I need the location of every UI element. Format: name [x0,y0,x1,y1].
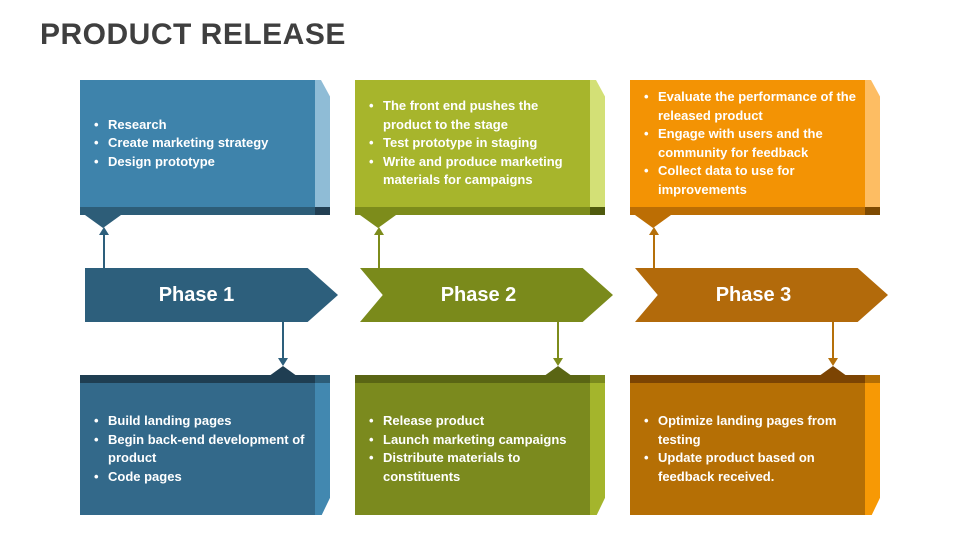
page-fold-decoration [315,383,330,515]
phase-2-top-callout-body: The front end pushes the product to the … [355,80,590,207]
phase-3-top-callout: Evaluate the performance of the released… [630,80,880,228]
page-fold-decoration [865,80,880,207]
phase-2-bottom-bullet-list: Release product Launch marketing campaig… [355,406,590,492]
phase-1-banner: Phase 1 [85,268,338,322]
phase-3-top-bullet-list: Evaluate the performance of the released… [630,82,865,205]
shadow-strip [80,375,315,383]
phase-3-label: Phase 3 [715,284,792,306]
phase-1-bottom-callout: Build landing pages Begin back-end devel… [80,366,330,515]
list-item: Write and produce marketing materials fo… [367,153,582,190]
list-item: Launch marketing campaigns [367,431,582,450]
shadow-strip [630,375,865,383]
page-fold-decoration [315,80,330,207]
shadow-strip-corner [315,375,330,383]
list-item: The front end pushes the product to the … [367,97,582,134]
down-arrow-icon [828,358,838,366]
shadow-strip-corner [865,375,880,383]
list-item: Code pages [92,468,307,487]
list-item: Release product [367,412,582,431]
list-item: Update product based on feedback receive… [642,449,857,486]
phase-2-label: Phase 2 [440,284,517,306]
shadow-strip-corner [590,375,605,383]
list-item: Distribute materials to constituents [367,449,582,486]
shadow-strip [630,207,865,215]
list-item: Build landing pages [92,412,307,431]
connector-line-up [378,235,380,268]
phase-2-top-bullet-list: The front end pushes the product to the … [355,91,590,196]
phase-2-column: The front end pushes the product to the … [355,0,613,540]
callout-pointer [360,215,396,228]
phase-1-bottom-callout-body: Build landing pages Begin back-end devel… [80,383,315,515]
phase-3-banner: Phase 3 [635,268,888,322]
list-item: Create marketing strategy [92,134,307,153]
callout-pointer [635,215,671,228]
shadow-strip [355,207,590,215]
down-arrow-icon [553,358,563,366]
phase-2-banner: Phase 2 [360,268,613,322]
phase-1-top-callout-body: Research Create marketing strategy Desig… [80,80,315,207]
page-fold-decoration [590,80,605,207]
shadow-strip-corner [590,207,605,215]
shadow-strip-corner [315,207,330,215]
callout-pointer [85,215,121,228]
list-item: Test prototype in staging [367,134,582,153]
shadow-strip [80,207,315,215]
phase-1-bottom-bullet-list: Build landing pages Begin back-end devel… [80,406,315,492]
page-fold-decoration [865,383,880,515]
list-item: Design prototype [92,153,307,172]
up-arrow-icon [99,227,109,235]
phase-3-column: Evaluate the performance of the released… [630,0,888,540]
list-item: Research [92,116,307,135]
phase-1-label: Phase 1 [158,284,235,306]
list-item: Collect data to use for improvements [642,162,857,199]
shadow-strip [355,375,590,383]
page-fold-decoration [590,383,605,515]
connector-line-down [832,322,834,359]
shadow-strip-corner [865,207,880,215]
connector-line-up [103,235,105,268]
phase-3-bottom-callout-body: Optimize landing pages from testing Upda… [630,383,865,515]
list-item: Begin back-end development of product [92,431,307,468]
phase-2-top-callout: The front end pushes the product to the … [355,80,605,228]
page-title: PRODUCT RELEASE [40,18,346,51]
phase-3-bottom-bullet-list: Optimize landing pages from testing Upda… [630,406,865,492]
phase-1-top-callout: Research Create marketing strategy Desig… [80,80,330,228]
connector-line-up [653,235,655,268]
list-item: Engage with users and the community for … [642,125,857,162]
up-arrow-icon [649,227,659,235]
connector-line-down [282,322,284,359]
phase-1-column: Research Create marketing strategy Desig… [80,0,338,540]
up-arrow-icon [374,227,384,235]
list-item: Evaluate the performance of the released… [642,88,857,125]
phase-2-bottom-callout-body: Release product Launch marketing campaig… [355,383,590,515]
phase-2-bottom-callout: Release product Launch marketing campaig… [355,366,605,515]
down-arrow-icon [278,358,288,366]
phase-1-top-bullet-list: Research Create marketing strategy Desig… [80,110,315,178]
phase-3-bottom-callout: Optimize landing pages from testing Upda… [630,366,880,515]
list-item: Optimize landing pages from testing [642,412,857,449]
phase-3-top-callout-body: Evaluate the performance of the released… [630,80,865,207]
connector-line-down [557,322,559,359]
